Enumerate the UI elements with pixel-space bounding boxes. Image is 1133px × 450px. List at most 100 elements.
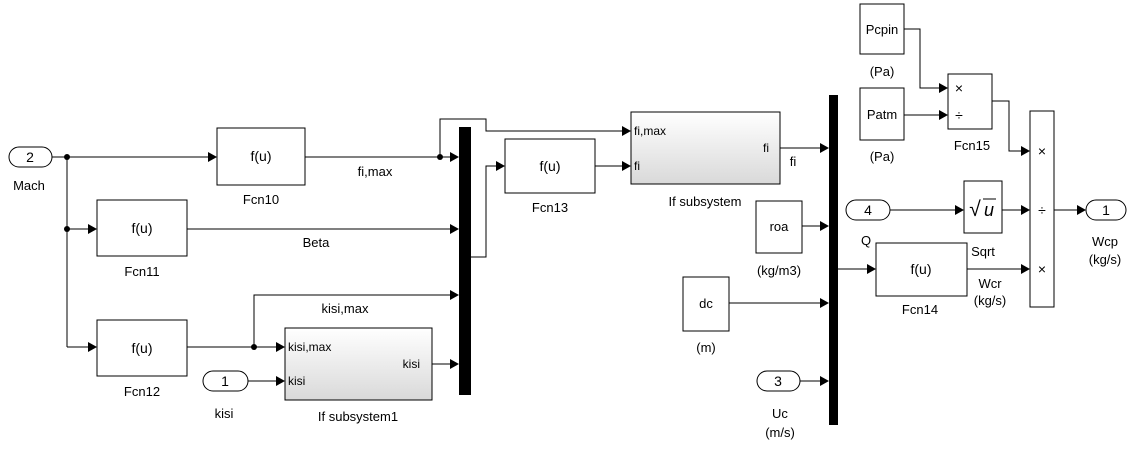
sqrt-shape[interactable] [963,180,1003,234]
if-subsystem1-name: If subsystem1 [318,409,398,424]
patm-block[interactable]: Patm (Pa) [859,87,905,164]
if-subsystem1-port-kisi-in: kisi [288,374,305,388]
outport-wcp-unit: (kg/s) [1089,252,1122,267]
divide-op2: ÷ [1038,202,1046,218]
fcn13-shape[interactable] [504,138,596,194]
if-subsystem-port-fi-in: fi [634,159,640,173]
sqrt-block[interactable]: √ u Sqrt [963,180,1003,259]
fcn14-block[interactable]: f(u) Fcn14 [875,242,968,317]
fcn10-name: Fcn10 [243,192,279,207]
fcn12-name: Fcn12 [124,384,160,399]
outport-wcp-shape[interactable] [1085,199,1127,221]
fcn11-expression: f(u) [132,220,153,236]
inport-uc-unit: (m/s) [765,425,795,440]
if-subsystem[interactable]: fi,max fi fi If subsystem [630,111,781,209]
inport-uc-label: Uc [772,406,788,421]
sqrt-radical-sign: √ [969,198,981,221]
fcn11-shape[interactable] [96,199,188,257]
dc-value: dc [699,296,713,311]
arrowhead [1021,264,1030,274]
arrowhead [820,376,829,386]
sqrt-name: Sqrt [971,244,995,259]
if-subsystem-name: If subsystem [669,194,742,209]
outport-wcp-number: 1 [1102,202,1110,218]
fcn10-expression: f(u) [251,148,272,164]
pcpin-block[interactable]: Pcpin (Pa) [859,3,905,79]
arrowhead [1077,205,1086,215]
inport-q-shape[interactable] [845,199,891,221]
outport-wcp[interactable]: 1 Wcp (kg/s) [1085,199,1127,267]
if-subsystem1[interactable]: kisi,max kisi kisi If subsystem1 [284,327,433,424]
inport-kisi-number: 1 [221,373,229,389]
arrowhead [1021,205,1030,215]
inport-mach-number: 2 [26,149,34,165]
arrowhead [88,224,97,234]
mux-bus-1[interactable] [459,127,471,395]
arrowhead [450,224,459,234]
fcn11-block[interactable]: f(u) Fcn11 [96,199,188,279]
fcn12-block[interactable]: f(u) Fcn12 [96,319,188,399]
fcn13-block[interactable]: f(u) Fcn13 [504,138,596,215]
fcn10-block[interactable]: f(u) Fcn10 [216,127,306,207]
inport-q[interactable]: 4 Q [845,199,891,248]
arrowhead [88,342,97,352]
roa-unit: (kg/m3) [757,263,801,278]
arrowhead [450,359,459,369]
fcn15-multiply-sign: × [955,80,963,96]
roa-shape[interactable] [755,200,803,254]
arrowhead [1021,146,1030,156]
fcn12-shape[interactable] [96,319,188,377]
signal-label-fi: fi [790,154,797,169]
mux-bus-2[interactable] [829,95,838,425]
inport-mach[interactable]: 2 Mach [8,146,53,193]
inport-mach-shape[interactable] [8,146,53,168]
divide-op1: × [1038,143,1046,159]
fcn14-expression: f(u) [911,261,932,277]
inport-kisi[interactable]: 1 kisi [202,370,249,421]
inport-uc-shape[interactable] [756,370,801,392]
arrowhead [955,205,964,215]
arrowhead [450,290,459,300]
fcn15-product-block[interactable]: × ÷ Fcn15 [947,73,993,153]
fcn11-name: Fcn11 [124,264,159,279]
dc-block[interactable]: dc (m) [682,276,730,355]
arrowhead [820,221,829,231]
arrowhead [450,152,459,162]
fcn15-shape[interactable] [947,73,993,130]
signal-label-beta: Beta [303,235,331,250]
dc-unit: (m) [696,340,716,355]
pcpin-unit: (Pa) [870,64,895,79]
fcn10-shape[interactable] [216,127,306,186]
arrowhead [939,110,948,120]
arrowhead [867,264,876,274]
pcpin-shape[interactable] [859,3,905,55]
divide-shape[interactable] [1029,110,1055,308]
signal-label-fimax: fi,max [358,164,393,179]
dc-shape[interactable] [682,276,730,332]
outport-wcp-label: Wcp [1092,234,1118,249]
if-subsystem1-shape[interactable] [284,327,433,401]
junction-dot [64,154,70,160]
wire-kisimax-bus1 [253,294,452,347]
divide-block[interactable]: × ÷ × [1029,110,1055,308]
patm-shape[interactable] [859,87,905,141]
fcn14-shape[interactable] [875,242,968,297]
signal-label-wcr: Wcr [978,276,1002,291]
fcn15-name: Fcn15 [954,138,990,153]
inport-uc[interactable]: 3 Uc (m/s) [756,370,801,440]
pcpin-value: Pcpin [866,22,899,37]
arrowhead [622,126,631,136]
wire-pcpin-fcn15 [904,28,941,89]
arrowhead [276,376,285,386]
signal-label-wcr-unit: (kg/s) [974,293,1007,308]
inport-kisi-label: kisi [215,406,234,421]
roa-block[interactable]: roa (kg/m3) [755,200,803,278]
sqrt-variable: u [984,200,994,220]
inport-q-label: Q [861,233,871,248]
inport-kisi-shape[interactable] [202,370,249,392]
roa-value: roa [770,219,790,234]
if-subsystem-port-fi-out: fi [763,141,769,155]
if-subsystem-shape[interactable] [630,111,781,185]
inport-q-number: 4 [864,202,872,218]
